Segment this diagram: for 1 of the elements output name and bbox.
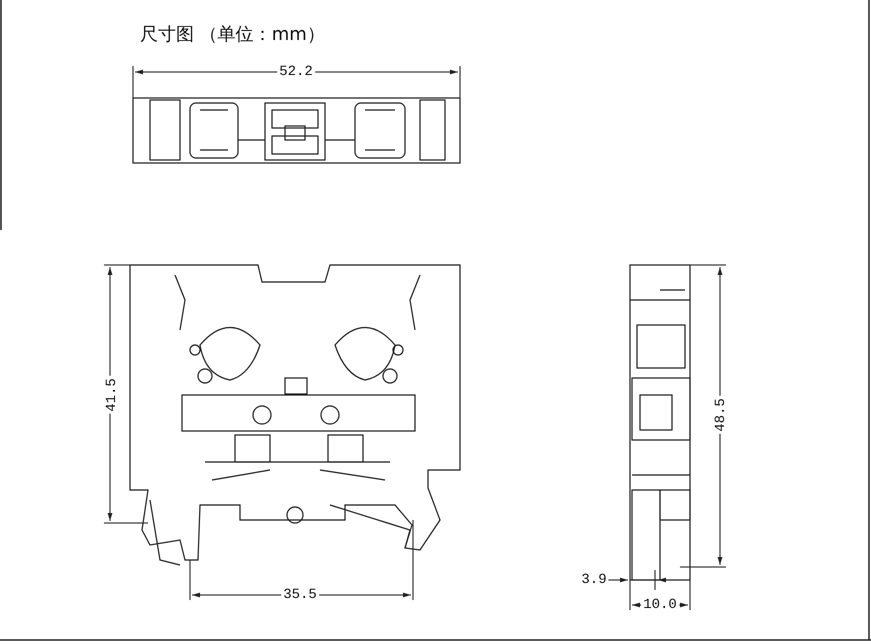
diagram-title: 尺寸图 （单位：mm） — [140, 23, 325, 46]
